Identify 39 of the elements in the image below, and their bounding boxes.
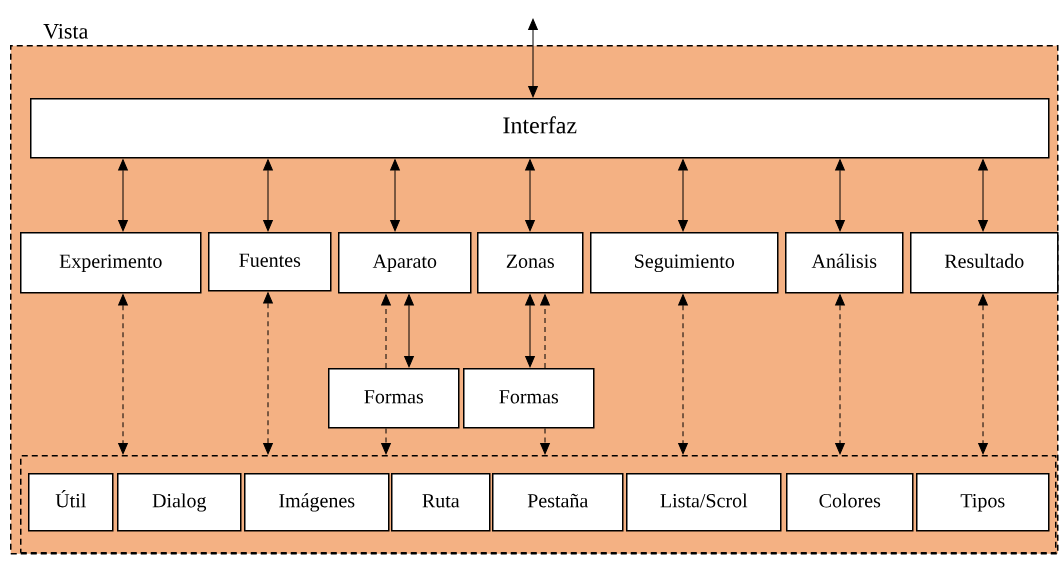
module-box: Seguimiento	[590, 232, 779, 294]
module-box: Útil	[28, 473, 114, 532]
arrow	[528, 18, 538, 98]
module-box: Aparato	[338, 232, 472, 294]
module-box: Lista/Scrol	[626, 473, 782, 532]
arrow	[404, 294, 414, 368]
arrow	[263, 159, 273, 232]
arrow	[390, 159, 400, 232]
group-frame	[20, 455, 1057, 554]
arrow	[525, 159, 535, 232]
module-box: Imágenes	[244, 473, 390, 532]
module-box: Dialog	[117, 473, 242, 532]
arrow	[118, 159, 128, 232]
dashed-arrow	[978, 294, 988, 455]
module-box: Resultado	[910, 232, 1059, 294]
dashed-arrow	[835, 294, 845, 455]
dashed-arrow	[381, 428, 391, 455]
node-label: Vista	[43, 23, 89, 39]
dashed-arrow	[118, 294, 128, 455]
arrow	[525, 294, 535, 368]
arrow	[835, 159, 845, 232]
module-box: Pestaña	[492, 473, 624, 532]
dashed-arrow	[540, 428, 550, 455]
module-box: Experimento	[20, 232, 202, 294]
dashed-arrow	[678, 294, 688, 455]
dashed-arrow	[540, 294, 550, 369]
module-box: Colores	[786, 473, 914, 532]
module-box: Formas	[463, 368, 595, 429]
module-box: Fuentes	[208, 232, 332, 292]
module-box: Análisis	[785, 232, 904, 294]
arrow	[978, 159, 988, 232]
dashed-arrow	[381, 294, 391, 369]
module-box: Zonas	[477, 232, 584, 294]
module-box: Formas	[328, 368, 460, 429]
arrow	[678, 159, 688, 232]
interface-bar: Interfaz	[30, 98, 1050, 159]
module-box: Tipos	[916, 473, 1050, 532]
dashed-arrow	[263, 292, 273, 455]
module-box: Ruta	[391, 473, 491, 532]
